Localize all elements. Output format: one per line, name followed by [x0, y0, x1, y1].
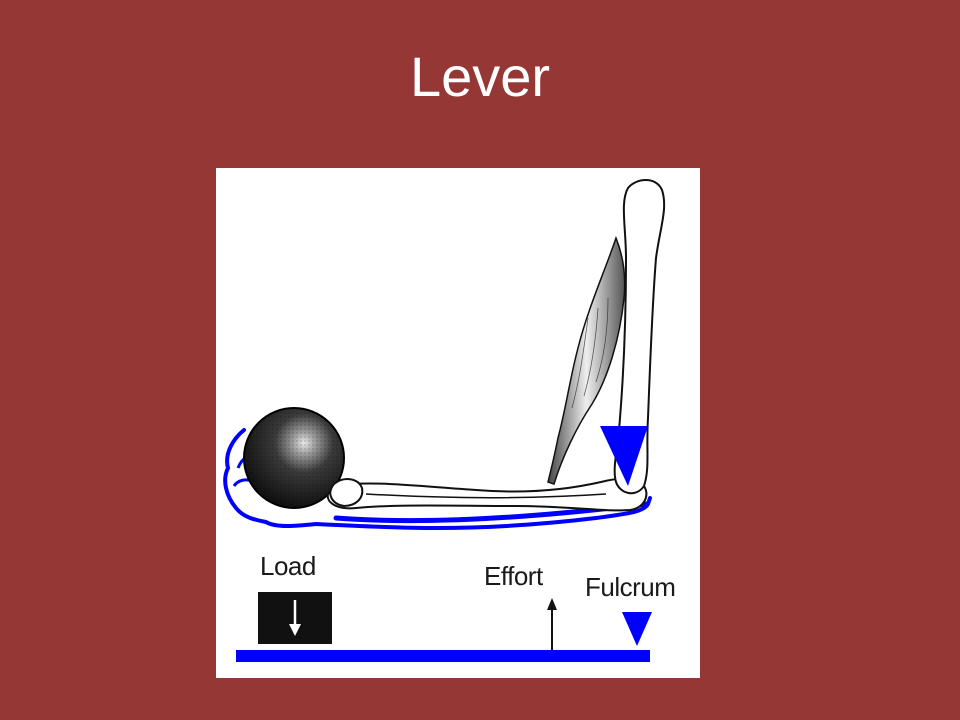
- lever-bar: [236, 650, 650, 662]
- fulcrum-label: Fulcrum: [585, 572, 676, 602]
- slide-title: Lever: [409, 45, 551, 108]
- forearm-bone: [326, 477, 648, 512]
- lever-illustration: [223, 179, 666, 662]
- upper-arm-bone: [613, 179, 666, 495]
- lever-diagram: Load Effort Fulcrum: [216, 168, 700, 678]
- fulcrum-marker: [622, 612, 652, 646]
- biceps-muscle: [547, 235, 626, 485]
- load-label: Load: [260, 551, 316, 581]
- effort-label: Effort: [484, 561, 543, 591]
- fulcrum-marker-elbow: [600, 426, 648, 486]
- hand-outline: [223, 428, 652, 531]
